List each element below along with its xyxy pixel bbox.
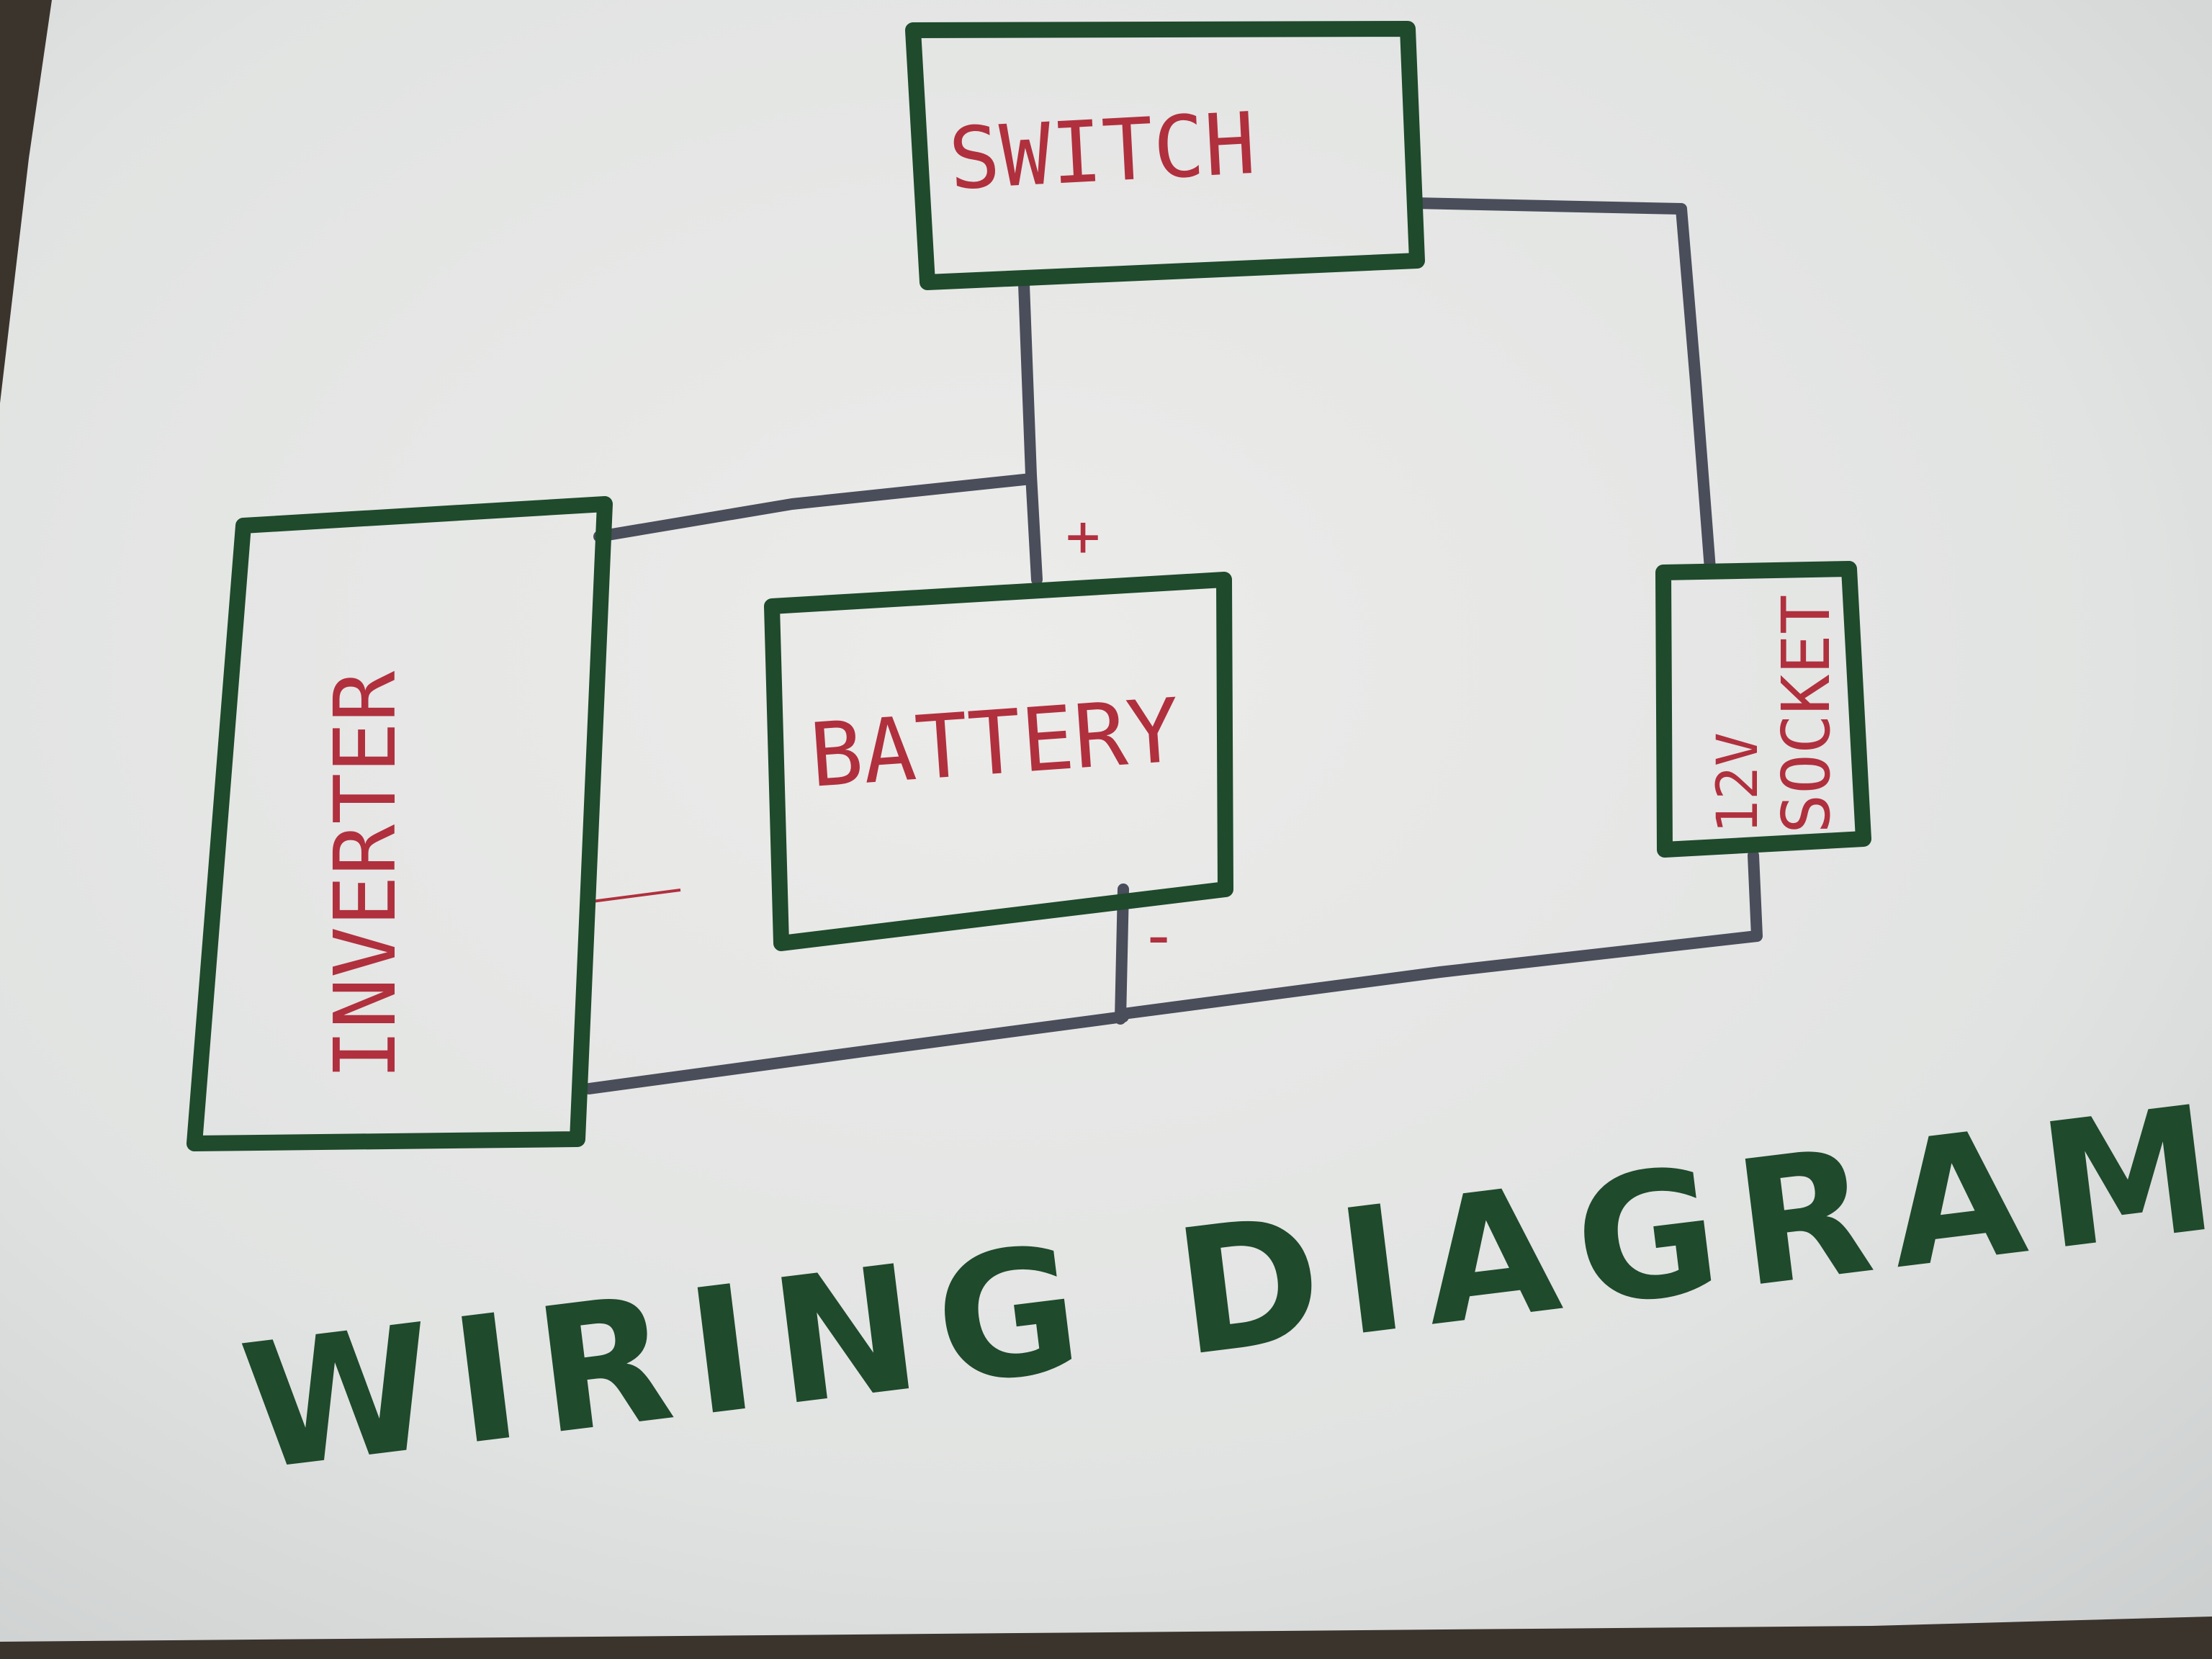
socket-box [1655, 561, 1871, 858]
positive-terminal-label: + [1066, 503, 1100, 570]
wire-junction-to-inverter-positive [593, 473, 1037, 542]
inverter-label: INVERTER [315, 670, 415, 1080]
red-mark [591, 889, 681, 903]
switch-box [905, 21, 1425, 290]
socket-label-line1: 12V [1706, 732, 1771, 834]
components [186, 21, 1871, 1151]
socket-label-line2: SOCKET [1768, 595, 1845, 834]
switch-label: SWITCH [946, 94, 1258, 209]
wires [583, 197, 1763, 1094]
wire-ground-to-inverter [583, 1011, 1129, 1094]
battery-box [764, 572, 1233, 951]
wire-battery-negative [1115, 884, 1129, 1025]
wire-switch-to-socket [1409, 197, 1716, 575]
negative-terminal-label: - [1139, 898, 1178, 974]
wire-socket-to-ground [1118, 850, 1763, 1020]
inverter-box [186, 496, 613, 1151]
